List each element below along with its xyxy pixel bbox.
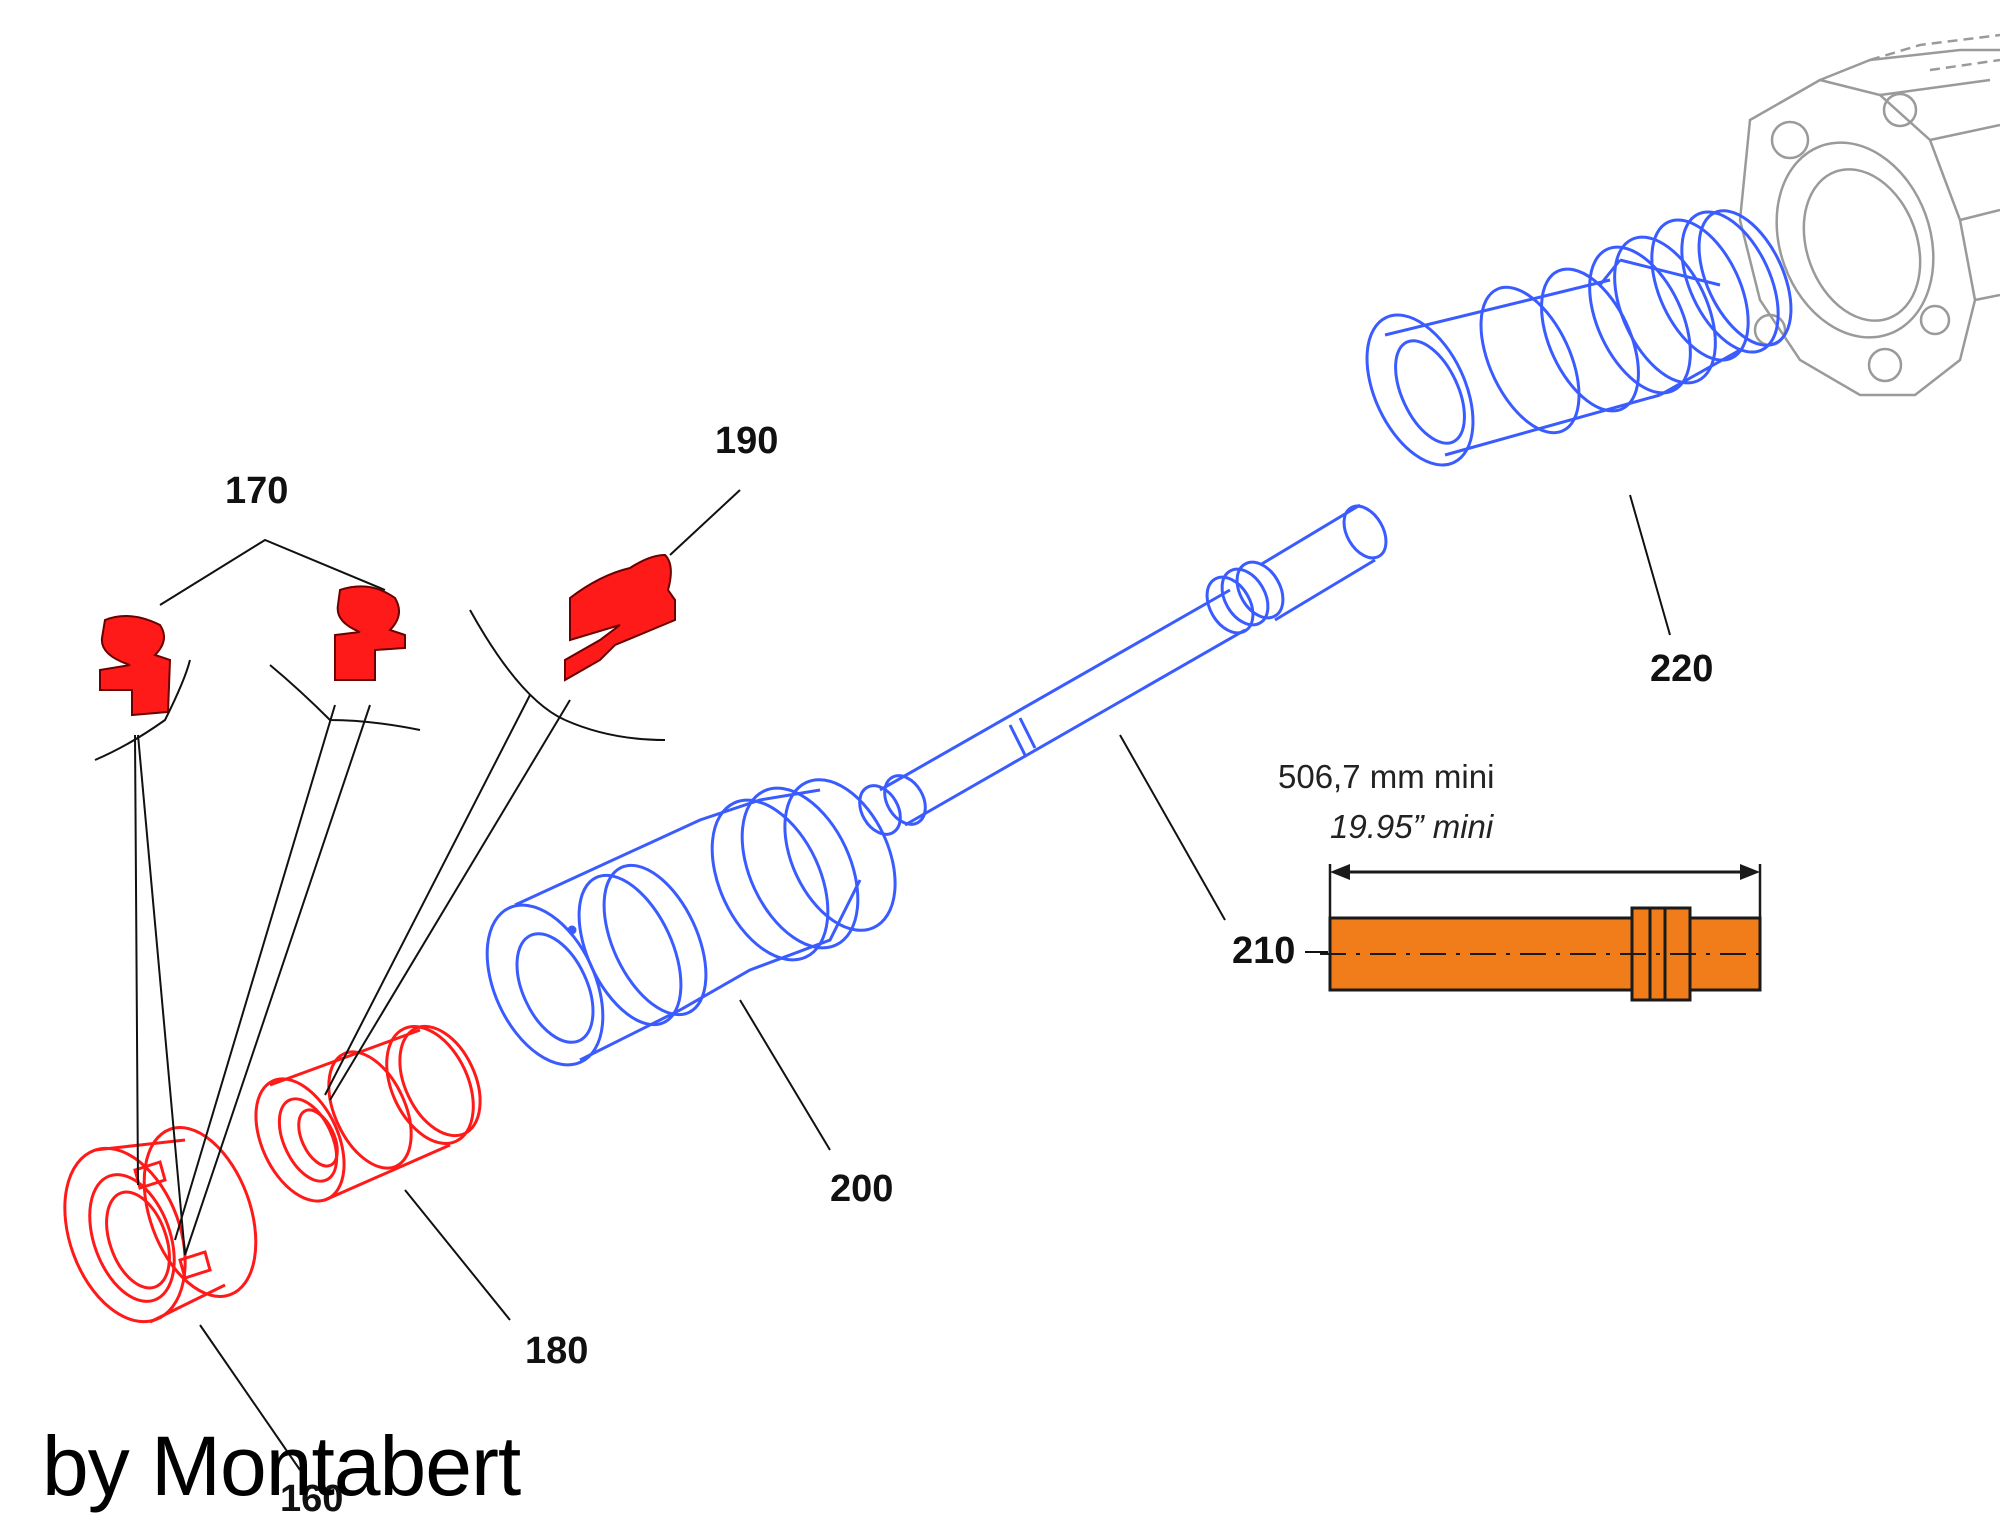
dimension-imperial: 19.95” mini (1330, 808, 1494, 845)
cylinder-housing (1738, 33, 2000, 397)
dimension-metric: 506,7 mm mini (1278, 758, 1495, 795)
part-200-graphic (485, 778, 897, 1067)
part-190-graphic (564, 553, 676, 682)
label-160: 160 (280, 1478, 344, 1520)
credit-text: by Montabert (42, 1419, 521, 1513)
label-170: 170 (225, 470, 289, 512)
part-160-graphic (63, 1126, 258, 1324)
label-190: 190 (715, 420, 779, 462)
part-210-graphic (858, 503, 1388, 836)
label-180: 180 (525, 1330, 589, 1372)
leader-lines (94, 489, 1671, 1471)
part-220-graphic (1365, 209, 1793, 467)
part-210-side-view (1320, 864, 1770, 1002)
part-170-graphic (99, 585, 406, 717)
label-220: 220 (1650, 648, 1714, 690)
label-210: 210 (1232, 930, 1296, 972)
label-200: 200 (830, 1168, 894, 1210)
part-180-graphic (254, 1024, 482, 1203)
